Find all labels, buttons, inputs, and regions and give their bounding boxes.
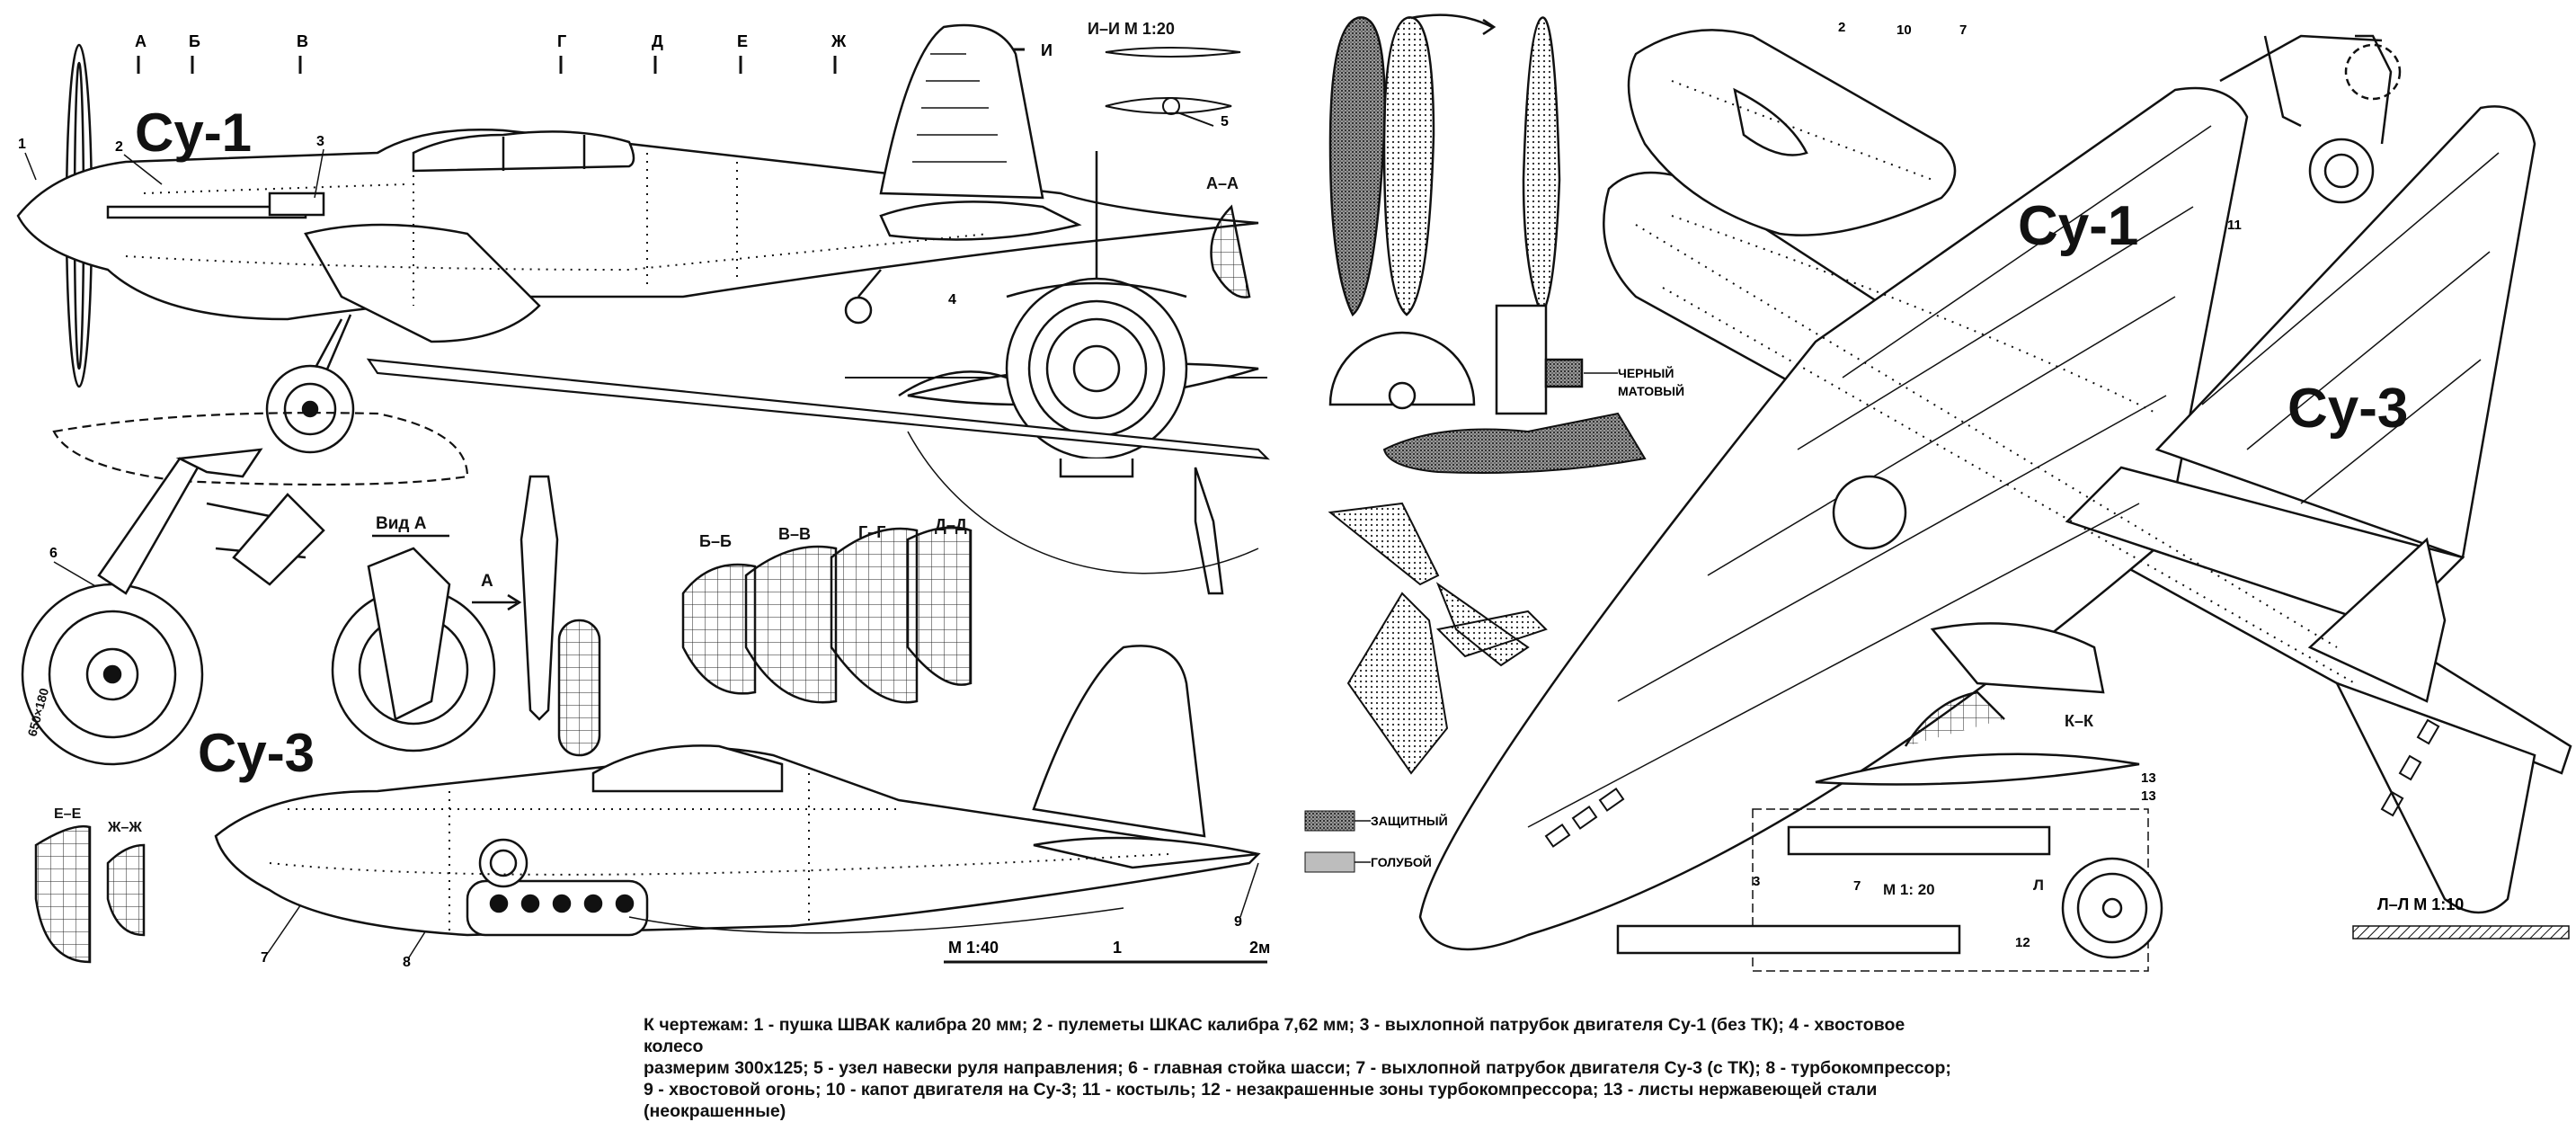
svg-text:Е–Е: Е–Е: [54, 806, 82, 822]
svg-text:2: 2: [115, 139, 123, 155]
svg-text:5: 5: [1221, 114, 1229, 129]
marker-d: Д: [652, 32, 663, 50]
camo-views: [1328, 412, 1647, 775]
color-legend: ЗАЩИТНЫЙ ГОЛУБОЙ: [1304, 810, 1448, 873]
propeller-blades: [1328, 13, 1584, 415]
wing-plan-left: [52, 358, 1270, 486]
svg-text:13: 13: [2141, 770, 2156, 786]
svg-text:2: 2: [1838, 20, 1845, 35]
view-a: Вид А А: [331, 475, 601, 757]
cowling-detail: [1627, 29, 1957, 236]
svg-text:К–К: К–К: [2065, 712, 2094, 730]
section-kk: К–К: [1815, 622, 2140, 786]
svg-text:В–В: В–В: [778, 525, 811, 543]
marker-e: Е: [737, 32, 748, 50]
svg-text:ГОЛУБОЙ: ГОЛУБОЙ: [1371, 854, 1432, 869]
front-view: А–А: [845, 151, 1267, 595]
svg-text:6: 6: [49, 546, 58, 561]
svg-text:7: 7: [1959, 22, 1967, 38]
caption-line: 9 - хвостовой огонь; 10 - капот двигател…: [644, 1080, 1878, 1100]
su1-title-left: Су-1: [135, 102, 252, 163]
callouts-left: 1 2 3 4 5 6 7 8 9: [18, 114, 1242, 970]
turbo-detail: М 1: 20 Л: [1616, 808, 2163, 972]
svg-text:7: 7: [261, 950, 269, 966]
svg-text:ЧЕРНЫЙ: ЧЕРНЫЙ: [1618, 365, 1674, 380]
marker-b: Б: [189, 32, 200, 50]
svg-text:7: 7: [1853, 878, 1861, 894]
su3-side-view: [214, 645, 1261, 937]
svg-text:9: 9: [1234, 914, 1242, 930]
svg-text:3: 3: [1753, 874, 1760, 889]
section-ll: Л–Л М 1:10: [2352, 895, 2570, 939]
svg-text:И–И М 1:20: И–И М 1:20: [1088, 20, 1175, 38]
svg-text:3: 3: [316, 134, 324, 149]
caption-line: К чертежам: 1 - пушка ШВАК калибра 20 мм…: [644, 1015, 1905, 1056]
svg-text:12: 12: [2015, 935, 2030, 950]
svg-text:13: 13: [2141, 788, 2156, 804]
svg-text:4: 4: [948, 292, 956, 307]
su1-title-right: Су-1: [2018, 195, 2138, 257]
caption-line: размерим 300х125; 5 - узел навески руля …: [644, 1058, 1951, 1078]
svg-text:1: 1: [18, 137, 26, 152]
caption-line: (неокрашенные): [644, 1101, 786, 1121]
svg-text:2м: 2м: [1249, 939, 1270, 957]
svg-text:М 1: 20: М 1: 20: [1883, 881, 1935, 898]
svg-text:Л: Л: [2033, 877, 2044, 894]
sections-row: Б–Б В–В Г–Г Д–Д: [681, 516, 973, 704]
svg-text:МАТОВЫЙ: МАТОВЫЙ: [1618, 383, 1684, 398]
marker-a: А: [135, 32, 147, 50]
su1-side-view: [16, 23, 1259, 454]
marker-i: И: [1041, 41, 1053, 59]
legend-black-matte: ЧЕРНЫЙ МАТОВЫЙ: [1584, 365, 1684, 398]
svg-text:А: А: [481, 572, 493, 591]
svg-text:11: 11: [2227, 218, 2242, 233]
section-ii: И–И М 1:20: [1088, 20, 1241, 127]
svg-text:1: 1: [1113, 939, 1122, 957]
gear-detail: 650×180: [21, 448, 325, 766]
plan-view: [1418, 86, 2572, 951]
svg-text:Ж–Ж: Ж–Ж: [107, 820, 142, 835]
svg-text:Л–Л М 1:10: Л–Л М 1:10: [2377, 895, 2464, 913]
sections-e-zh: Е–Е Ж–Ж: [34, 806, 146, 964]
svg-text:ЗАЩИТНЫЙ: ЗАЩИТНЫЙ: [1371, 813, 1448, 828]
marker-g: Г: [557, 32, 566, 50]
svg-text:Вид А: Вид А: [376, 514, 427, 533]
su3-title-right: Су-3: [2287, 378, 2408, 440]
svg-text:10: 10: [1896, 22, 1912, 38]
figure-caption: К чертежам: 1 - пушка ШВАК калибра 20 мм…: [644, 1014, 1956, 1122]
tailwheel-detail: [2219, 34, 2402, 204]
svg-text:М 1:40: М 1:40: [948, 939, 999, 957]
svg-text:Б–Б: Б–Б: [699, 532, 732, 550]
callouts-right: 2 10 7 11 3 7 12 13 13: [1753, 20, 2242, 950]
svg-text:8: 8: [403, 955, 411, 970]
su3-title-left: Су-3: [198, 723, 315, 783]
marker-zh: Ж: [831, 32, 847, 50]
scale-bar: М 1:40 1 2м: [944, 939, 1270, 964]
marker-v: В: [297, 32, 308, 50]
svg-text:А–А: А–А: [1206, 174, 1239, 192]
